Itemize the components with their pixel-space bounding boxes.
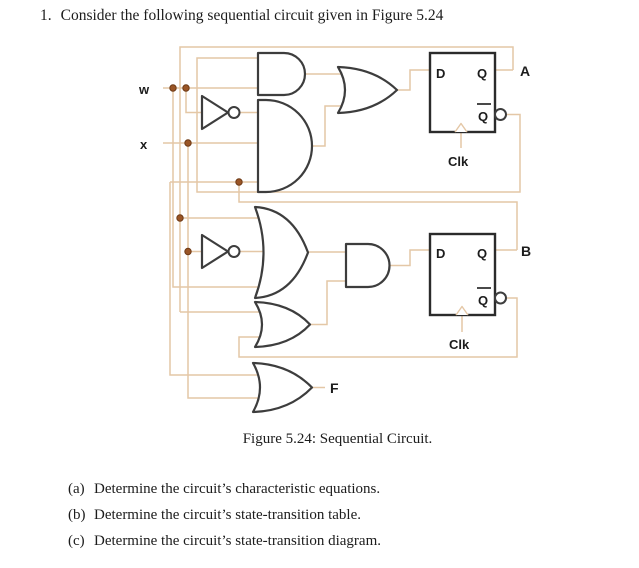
wire-and3-to-db bbox=[389, 249, 430, 267]
flip-flop-a-q-label: Q bbox=[477, 66, 487, 81]
flip-flop-a-clk-label: Clk bbox=[448, 154, 469, 169]
question-c-text: Determine the circuit’s state-transition… bbox=[94, 533, 381, 549]
wire-or1-to-da bbox=[397, 69, 430, 91]
flip-flop-a-qbar-bubble bbox=[494, 108, 507, 121]
question-a-text: Determine the circuit’s characteristic e… bbox=[94, 481, 381, 497]
not-gate-2 bbox=[200, 233, 230, 270]
flip-flop-a-clock-triangle bbox=[454, 122, 468, 133]
circuit-wires bbox=[163, 46, 521, 399]
wire-a-feedback bbox=[179, 46, 514, 312]
junction-dot bbox=[235, 178, 243, 186]
or-gate-2 bbox=[253, 205, 310, 300]
or-gate-1 bbox=[336, 65, 399, 115]
flip-flop-b-d-label: D bbox=[436, 246, 445, 261]
flip-flop-b-qbar-bubble bbox=[494, 291, 507, 305]
circuit-gates bbox=[200, 51, 399, 414]
question-c-label: (c) bbox=[68, 533, 85, 549]
flip-flop-a-d-label: D bbox=[436, 66, 445, 81]
flip-flop-b-qbar-label: Q bbox=[478, 293, 488, 308]
figure-caption: Figure 5.24: Sequential Circuit. bbox=[242, 431, 433, 447]
question-a: (a) Determine the circuit’s characterist… bbox=[68, 481, 381, 498]
junction-dot bbox=[169, 84, 177, 92]
wire-or2b-to-and3 bbox=[310, 280, 346, 326]
wire-w-branch2 bbox=[185, 88, 202, 114]
problem-number: 1. bbox=[40, 7, 52, 24]
flip-flop-b-q-label: Q bbox=[477, 246, 487, 261]
question-b: (b) Determine the circuit’s state-transi… bbox=[68, 507, 381, 524]
output-b-label: B bbox=[521, 243, 531, 259]
output-f-label: F bbox=[330, 380, 339, 396]
input-w-label: w bbox=[138, 82, 150, 97]
question-b-text: Determine the circuit’s state-transition… bbox=[94, 507, 361, 523]
question-a-label: (a) bbox=[68, 481, 85, 497]
wire-b-to-or3 bbox=[169, 182, 264, 376]
problem-title-text: Consider the following sequential circui… bbox=[60, 7, 444, 24]
wire-b-feedback bbox=[238, 182, 518, 250]
question-list: (a) Determine the circuit’s characterist… bbox=[68, 481, 381, 559]
flip-flop-b: D Q Q Clk bbox=[428, 232, 507, 352]
junction-dots bbox=[169, 84, 243, 256]
not-gate-1 bbox=[200, 94, 230, 131]
junction-dot bbox=[184, 247, 192, 256]
flip-flop-a-box bbox=[428, 51, 497, 134]
wire-x-branch bbox=[187, 143, 264, 399]
signal-labels: w x A B F bbox=[138, 63, 531, 396]
wire-qbarb-feedback bbox=[238, 297, 518, 358]
question-c: (c) Determine the circuit’s state-transi… bbox=[68, 533, 381, 550]
flip-flop-a: D Q Q Clk bbox=[428, 51, 507, 169]
flip-flop-b-clk-label: Clk bbox=[449, 337, 470, 352]
or-gate-3 bbox=[253, 300, 312, 349]
junction-dot bbox=[176, 214, 184, 222]
junction-dot bbox=[182, 84, 190, 92]
not-gate-2-bubble bbox=[227, 245, 241, 258]
or-gate-f bbox=[251, 361, 314, 414]
problem-title: 1. Consider the following sequential cir… bbox=[40, 7, 443, 25]
flip-flop-a-qbar-label: Q bbox=[478, 109, 488, 124]
output-a-label: A bbox=[520, 63, 530, 79]
not-gate-1-bubble bbox=[227, 106, 241, 119]
junction-dot bbox=[184, 139, 192, 147]
input-x-label: x bbox=[140, 137, 148, 152]
wire-and2-out bbox=[312, 105, 350, 147]
and-gate-3 bbox=[344, 242, 391, 289]
and-gate-1 bbox=[256, 51, 307, 97]
flip-flop-b-clock-triangle bbox=[455, 305, 469, 316]
sequential-circuit-diagram: D Q Q Clk D Q Q Clk w x bbox=[138, 46, 531, 414]
and-gate-2 bbox=[256, 98, 314, 194]
flip-flop-b-box bbox=[428, 232, 497, 317]
question-b-label: (b) bbox=[68, 507, 86, 523]
wire-qbara-feedback bbox=[196, 57, 521, 193]
wire-w-branch1 bbox=[172, 88, 268, 288]
